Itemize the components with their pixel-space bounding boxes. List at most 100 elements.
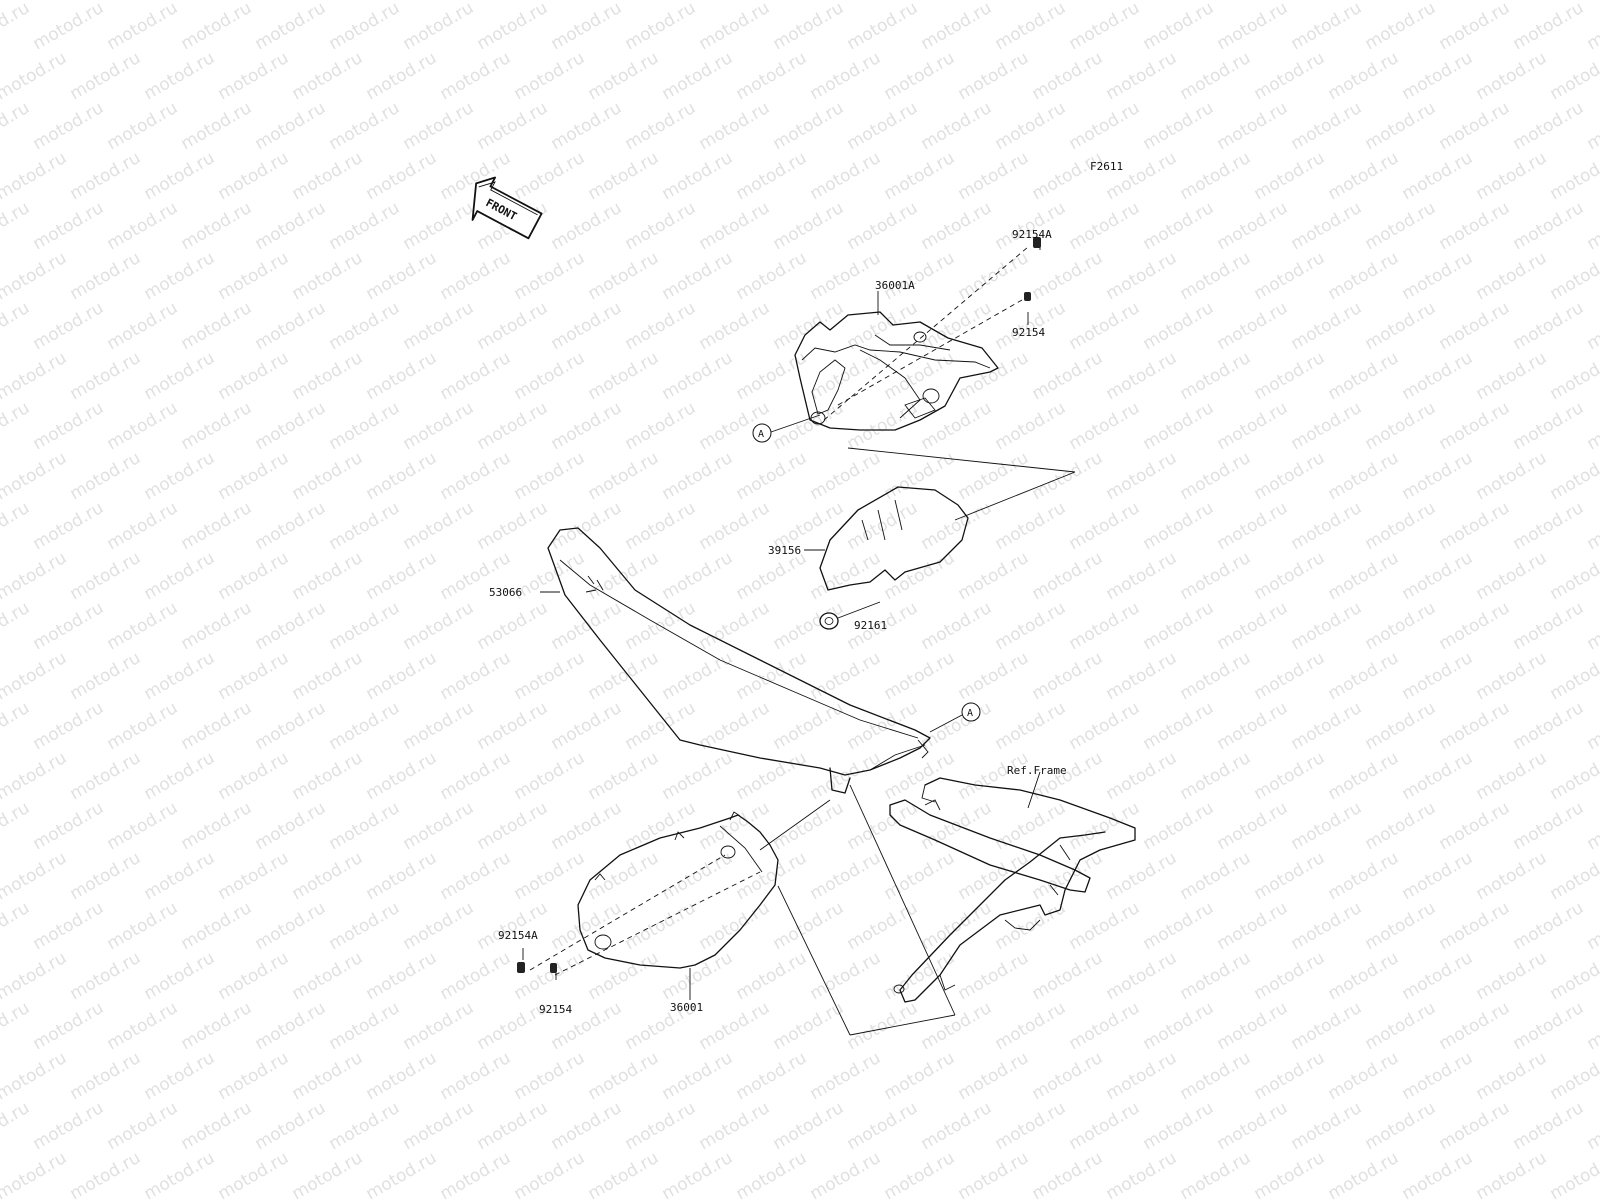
watermark-text: motod.ru [1103,1048,1181,1104]
watermark-text: motod.ru [1473,348,1551,404]
watermark-text: motod.ru [918,598,996,654]
watermark-text: motod.ru [1584,598,1600,654]
watermark-text: motod.ru [1029,348,1107,404]
watermark-text: motod.ru [696,598,774,654]
watermark-text: motod.ru [252,498,330,554]
watermark-text: motod.ru [1214,798,1292,854]
watermark-text: motod.ru [1362,298,1440,354]
watermark-text: motod.ru [881,648,959,704]
watermark-text: motod.ru [1214,698,1292,754]
watermark-text: motod.ru [215,148,293,204]
watermark-text: motod.ru [1584,398,1600,454]
watermark-text: motod.ru [289,1048,367,1104]
watermark-text: motod.ru [67,1148,145,1200]
watermark-text: motod.ru [141,748,219,804]
watermark-text: motod.ru [67,448,145,504]
watermark-text: motod.ru [1177,1148,1255,1200]
watermark-text: motod.ru [992,198,1070,254]
watermark-text: motod.ru [67,348,145,404]
watermark-text: motod.ru [918,298,996,354]
watermark-text: motod.ru [1251,548,1329,604]
watermark-text: motod.ru [1140,598,1218,654]
watermark-text: motod.ru [67,948,145,1004]
watermark-text: motod.ru [1436,1098,1514,1154]
watermark-text: motod.ru [1103,848,1181,904]
watermark-text: motod.ru [0,748,70,804]
watermark-text: motod.ru [0,0,70,4]
watermark-text: motod.ru [1584,298,1600,354]
watermark-text: motod.ru [0,148,70,204]
watermark-text: motod.ru [1029,1048,1107,1104]
watermark-text: motod.ru [1510,98,1588,154]
watermark-text: motod.ru [437,48,515,104]
watermark-text: motod.ru [1473,948,1551,1004]
watermark-text: motod.ru [252,998,330,1054]
watermark-text: motod.ru [0,998,33,1054]
watermark-text: motod.ru [807,0,885,4]
watermark-text: motod.ru [400,1098,478,1154]
watermark-text: motod.ru [141,148,219,204]
watermark-text: motod.ru [474,698,552,754]
watermark-text: motod.ru [1473,1148,1551,1200]
watermark-text: motod.ru [1547,648,1600,704]
watermark-text: motod.ru [1288,398,1366,454]
watermark-text: motod.ru [400,598,478,654]
watermark-text: motod.ru [252,0,330,54]
watermark-text: motod.ru [0,648,70,704]
watermark-text: motod.ru [1103,1148,1181,1200]
grommet-92161-icon [819,612,839,630]
watermark-text: motod.ru [955,0,1033,4]
watermark-text: motod.ru [1177,548,1255,604]
watermark-text: motod.ru [1214,1098,1292,1154]
watermark-text: motod.ru [1140,298,1218,354]
watermark-text: motod.ru [585,348,663,404]
watermark-text: motod.ru [1584,998,1600,1054]
watermark-text: motod.ru [992,498,1070,554]
watermark-text: motod.ru [363,48,441,104]
watermark-text: motod.ru [881,148,959,204]
watermark-text: motod.ru [622,98,700,154]
watermark-text: motod.ru [511,448,589,504]
watermark-text: motod.ru [30,1098,108,1154]
watermark-text: motod.ru [1140,98,1218,154]
watermark-text: motod.ru [696,298,774,354]
watermark-text: motod.ru [289,948,367,1004]
watermark-text: motod.ru [141,1148,219,1200]
watermark-text: motod.ru [1288,0,1366,54]
watermark-text: motod.ru [1140,498,1218,554]
watermark-text: motod.ru [955,548,1033,604]
watermark-text: motod.ru [252,698,330,754]
watermark-text: motod.ru [141,248,219,304]
watermark-text: motod.ru [1362,1098,1440,1154]
watermark-text: motod.ru [511,848,589,904]
watermark-text: motod.ru [844,198,922,254]
watermark-text: motod.ru [1066,198,1144,254]
watermark-text: motod.ru [1288,998,1366,1054]
watermark-text: motod.ru [955,148,1033,204]
watermark-text: motod.ru [141,48,219,104]
watermark-text: motod.ru [1510,798,1588,854]
watermark-text: motod.ru [400,698,478,754]
watermark-text: motod.ru [1325,448,1403,504]
front-arrow-icon: FRONT [471,176,543,240]
part-label-92154A-bottom: 92154A [498,929,538,942]
watermark-text: motod.ru [1029,948,1107,1004]
watermark-text: motod.ru [1547,148,1600,204]
watermark-text: motod.ru [289,248,367,304]
watermark-text: motod.ru [659,1148,737,1200]
watermark-text: motod.ru [622,498,700,554]
watermark-text: motod.ru [1399,1048,1477,1104]
watermark-text: motod.ru [659,1048,737,1104]
watermark-text: motod.ru [659,548,737,604]
watermark-text: motod.ru [1251,148,1329,204]
watermark-text: motod.ru [289,848,367,904]
watermark-text: motod.ru [1251,648,1329,704]
watermark-text: motod.ru [215,248,293,304]
watermark-text: motod.ru [30,798,108,854]
watermark-text: motod.ru [1510,298,1588,354]
bolt-92154-bottom-icon [550,963,557,973]
watermark-text: motod.ru [1584,698,1600,754]
watermark-text: motod.ru [67,0,145,4]
